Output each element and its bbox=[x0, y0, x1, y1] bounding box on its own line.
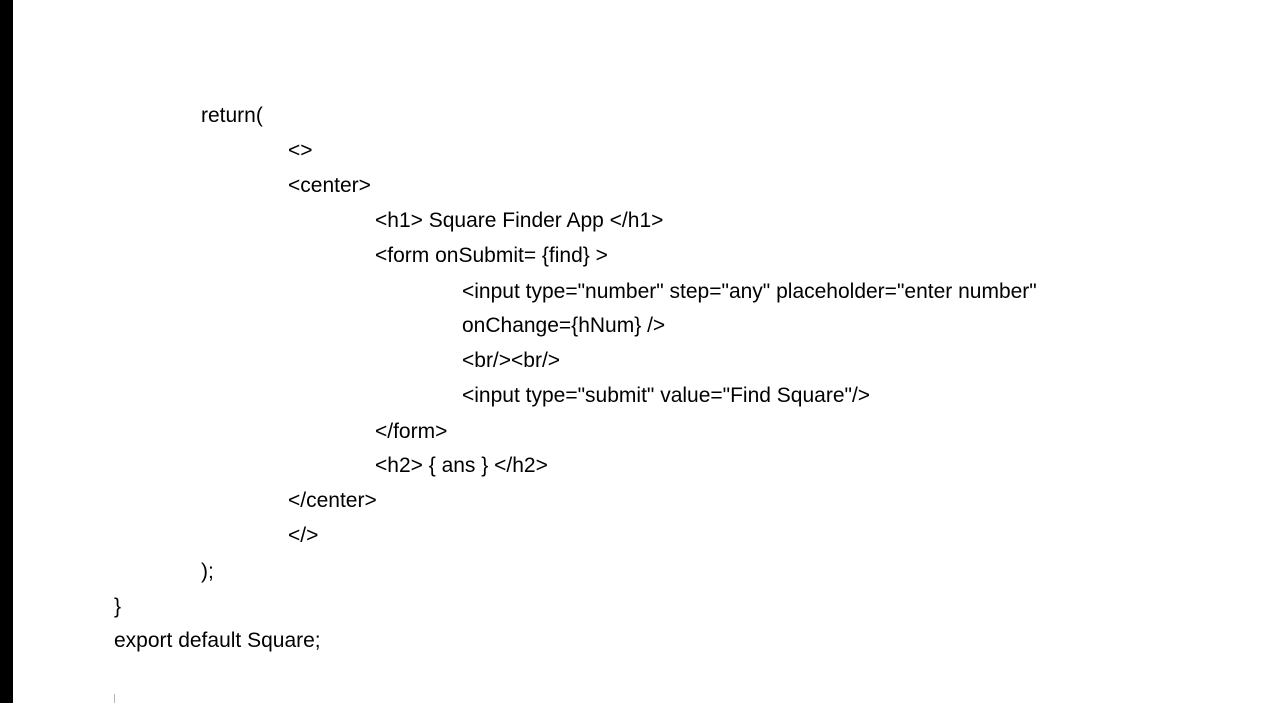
code-line-input-submit: <input type="submit" value="Find Square"… bbox=[462, 384, 871, 407]
code-line-fragment-close: </> bbox=[288, 524, 319, 547]
code-line-function-close: } bbox=[114, 595, 122, 618]
code-line-h2: <h2> { ans } </h2> bbox=[375, 454, 548, 477]
code-line-h1: <h1> Square Finder App </h1> bbox=[375, 209, 664, 232]
code-line-export: export default Square; bbox=[114, 629, 321, 652]
code-line-center-open: <center> bbox=[288, 174, 371, 197]
text-cursor bbox=[114, 694, 115, 703]
code-line-onchange: onChange={hNum} /> bbox=[462, 314, 666, 337]
window-left-edge bbox=[0, 0, 13, 703]
code-line-return-close: ); bbox=[201, 560, 214, 583]
code-line-center-close: </center> bbox=[288, 489, 377, 512]
code-line-input-number: <input type="number" step="any" placehol… bbox=[462, 280, 1037, 303]
code-line-form-open: <form onSubmit= {find} > bbox=[375, 244, 608, 267]
code-line-fragment-open: <> bbox=[288, 139, 313, 162]
code-line-return-open: return( bbox=[201, 104, 263, 127]
code-line-br: <br/><br/> bbox=[462, 349, 561, 372]
document-page: return( <> <center> <h1> Square Finder A… bbox=[13, 0, 1283, 703]
code-line-form-close: </form> bbox=[375, 420, 448, 443]
